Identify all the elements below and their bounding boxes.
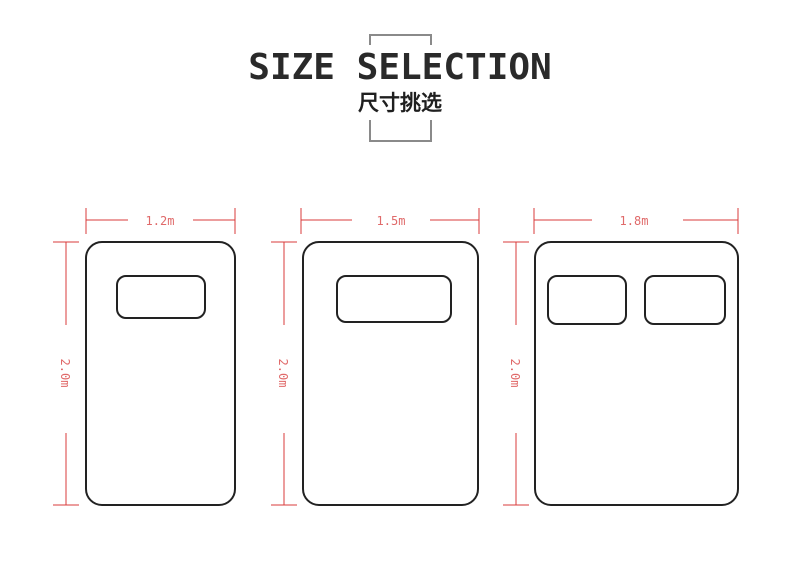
pillow-right <box>644 275 726 325</box>
width-label: 1.8m <box>620 214 649 228</box>
title-frame-top <box>369 34 432 45</box>
length-label: 2.0m <box>276 359 290 388</box>
pillow <box>116 275 206 319</box>
bed-option-2: 1.5m 2.0m <box>271 208 480 506</box>
page-subtitle: 尺寸挑选 <box>358 91 442 115</box>
bed-option-3: 1.8m 2.0m <box>503 208 739 506</box>
length-label: 2.0m <box>58 359 72 388</box>
title-frame-bottom <box>369 120 432 142</box>
title-frame <box>369 34 432 142</box>
width-label: 1.2m <box>146 214 175 228</box>
bed-option-1: 1.2m 2.0m <box>53 208 236 506</box>
pillow-left <box>547 275 627 325</box>
length-label: 2.0m <box>508 359 522 388</box>
width-label: 1.5m <box>377 214 406 228</box>
page-title: SIZE SELECTION <box>248 47 551 88</box>
pillow <box>336 275 452 323</box>
